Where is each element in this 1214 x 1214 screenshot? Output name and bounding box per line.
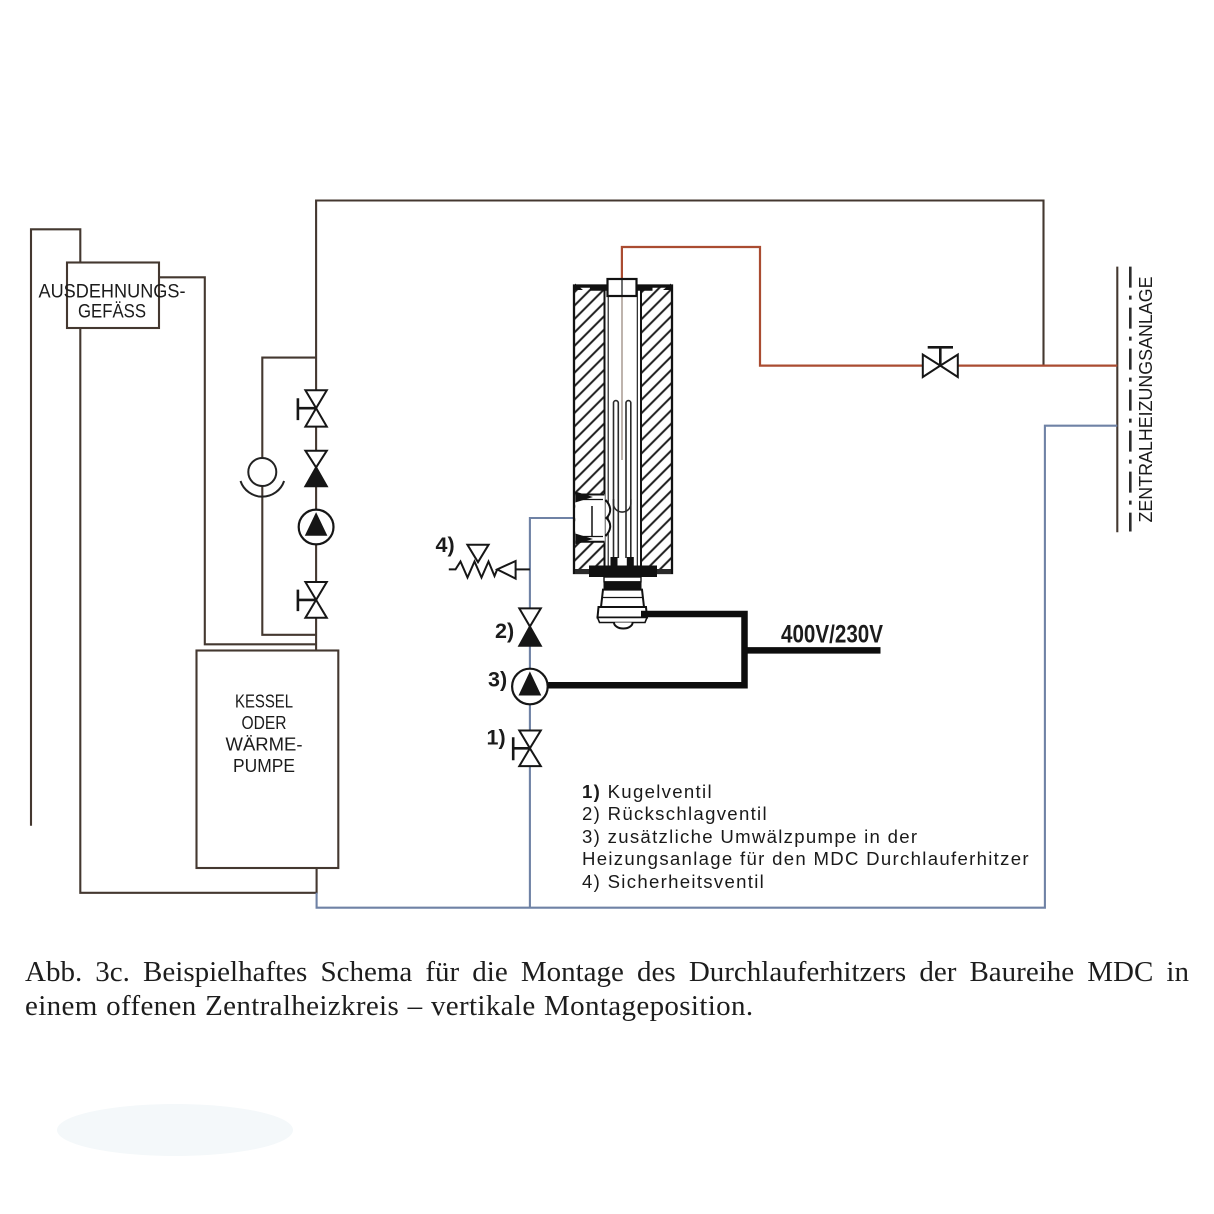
svg-text:400V/230V: 400V/230V bbox=[781, 621, 883, 649]
svg-text:2): 2) bbox=[495, 619, 514, 643]
svg-text:WÄRME-: WÄRME- bbox=[226, 734, 303, 755]
svg-text:1): 1) bbox=[487, 726, 506, 750]
svg-text:KESSEL: KESSEL bbox=[235, 691, 293, 712]
svg-text:PUMPE: PUMPE bbox=[233, 755, 295, 776]
svg-text:GEFÄSS: GEFÄSS bbox=[78, 301, 146, 323]
svg-text:ZENTRALHEIZUNGSANLAGE: ZENTRALHEIZUNGSANLAGE bbox=[1135, 277, 1156, 523]
svg-text:AUSDEHNUNGS-: AUSDEHNUNGS- bbox=[39, 281, 186, 303]
svg-text:3): 3) bbox=[488, 668, 507, 692]
svg-text:4): 4) bbox=[436, 533, 455, 557]
svg-text:ODER: ODER bbox=[242, 712, 287, 733]
